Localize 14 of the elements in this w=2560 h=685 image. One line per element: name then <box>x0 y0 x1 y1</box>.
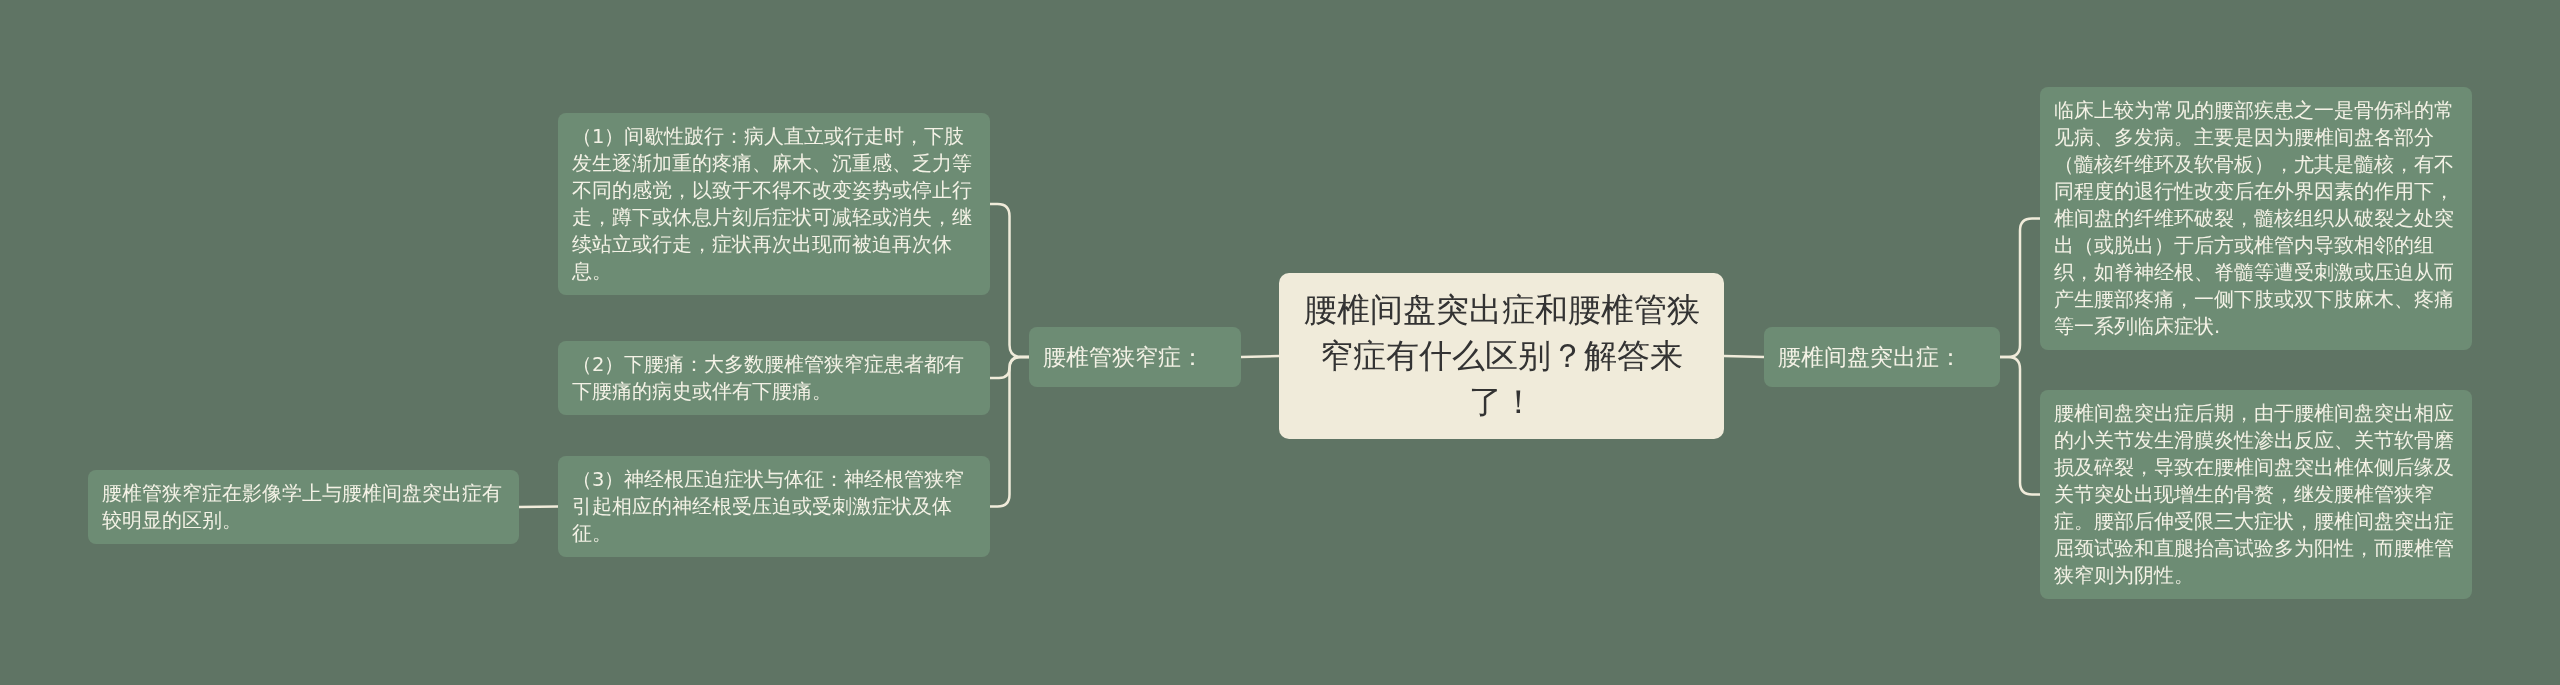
note-box: 腰椎管狭窄症在影像学上与腰椎间盘突出症有较明显的区别。 <box>88 470 519 544</box>
note-box: 腰椎间盘突出症后期，由于腰椎间盘突出相应的小关节发生滑膜炎性渗出反应、关节软骨磨损及碎裂，导致在腰椎间盘突出椎体侧后缘及关节突处出现增生的骨赘，继发腰椎管狭窄症。腰部后伸受限三大症状，腰椎间盘突出症屈颈试验和直腿抬高试验多为阳性，而腰椎管狭窄则为阴性。 <box>2040 390 2472 599</box>
note-box: （3）神经根压迫症状与体征：神经根管狭窄引起相应的神经根受压迫或受刺激症状及体征。 <box>558 456 990 557</box>
branch-box: 腰椎间盘突出症： <box>1764 327 2000 387</box>
note-box: 临床上较为常见的腰部疾患之一是骨伤科的常见病、多发病。主要是因为腰椎间盘各部分（髓核纤维环及软骨板），尤其是髓核，有不同程度的退行性改变后在外界因素的作用下，椎间盘的纤维环破裂，髓核组织从破裂之处突出（或脱出）于后方或椎管内导致相邻的组织，如脊神经根、脊髓等遭受刺激或压迫从而产生腰部疼痛，一侧下肢或双下肢麻木、疼痛等一系列临床症状. <box>2040 87 2472 350</box>
note-box: （2）下腰痛：大多数腰椎管狭窄症患者都有下腰痛的病史或伴有下腰痛。 <box>558 341 990 415</box>
topic-box: 腰椎间盘突出症和腰椎管狭窄症有什么区别？解答来了！ <box>1279 273 1724 439</box>
connector-line <box>519 505 558 509</box>
branch-box: 腰椎管狭窄症： <box>1029 327 1241 387</box>
note-box: （1）间歇性跛行：病人直立或行走时，下肢发生逐渐加重的疼痛、麻木、沉重感、乏力等不同的感觉，以致于不得不改变姿势或停止行走，蹲下或休息片刻后症状可减轻或消失，继续站立或行走，症状再次出现而被迫再次休息。 <box>558 113 990 295</box>
connector-line <box>990 355 1029 508</box>
connector-line <box>2000 355 2040 496</box>
connector-line <box>1240 354 1280 359</box>
connector-line <box>1723 354 1765 359</box>
